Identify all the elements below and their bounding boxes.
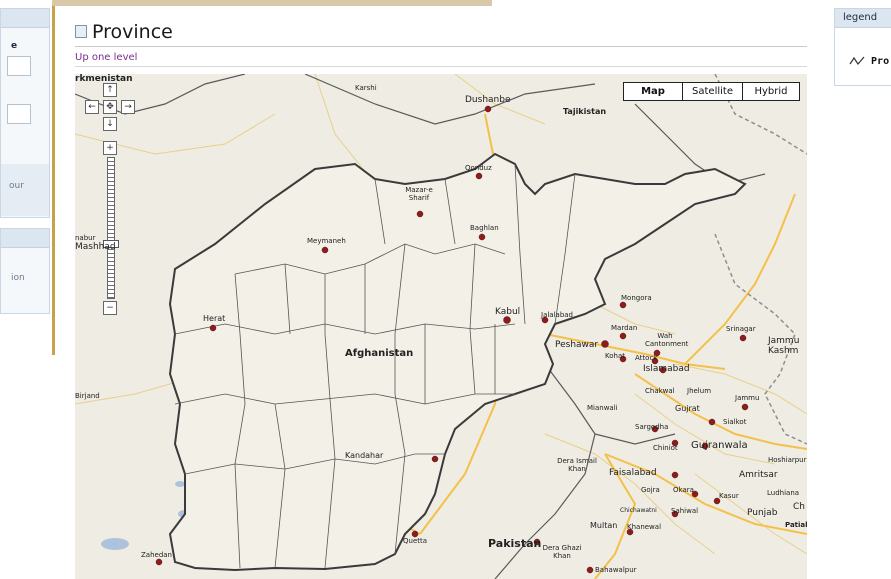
afghanistan-outline: [168, 152, 747, 572]
map-label: Punjab: [747, 508, 778, 518]
map-label: Bahawalpur: [595, 566, 637, 574]
map-label: Quetta: [403, 537, 428, 545]
map-label: Okara: [673, 486, 694, 494]
map-label: Chakwal: [645, 387, 675, 395]
map-label: Dera Ismail Khan: [557, 457, 597, 473]
top-image-strip: [52, 0, 492, 6]
pan-down-icon[interactable]: ↓: [103, 117, 117, 131]
map-label: Kohat: [605, 352, 625, 360]
map-label-country: Pakistan: [488, 537, 542, 550]
map-label: Attock: [635, 354, 658, 362]
map-label: Meymaneh: [307, 237, 346, 245]
map-label: Gujranwala: [691, 440, 748, 451]
map-type-map-button[interactable]: Map: [641, 86, 665, 97]
map-label: Qonduz: [465, 164, 492, 172]
document-icon: [75, 25, 87, 38]
map-type-hybrid-button[interactable]: Hybrid: [742, 83, 799, 100]
divider: [75, 66, 807, 67]
left-panel-box-1-header: [1, 9, 49, 28]
map-label: Hoshiarpur: [768, 456, 807, 464]
map-label: Gojra: [641, 486, 660, 494]
map-label: Mardan: [611, 324, 638, 332]
legend-panel: legend Pro: [834, 8, 891, 86]
map-label: Ludhiana: [767, 489, 800, 497]
map-label: Chichawatni: [620, 507, 657, 514]
map-label: Gujrat: [675, 404, 700, 413]
left-panel-box-2-text[interactable]: ion: [11, 273, 25, 283]
map-label: Jalalabad: [541, 311, 573, 319]
map-label: Jammu Kashm: [768, 336, 800, 356]
left-panel-input-2[interactable]: [7, 104, 31, 124]
map-label: Mashhad: [75, 242, 116, 252]
map-label: rkmenistan: [75, 74, 133, 84]
zoom-slider-track[interactable]: [107, 157, 115, 299]
page-title: Province: [92, 21, 173, 43]
left-panel-box-1: e our: [0, 8, 50, 218]
zoom-in-icon[interactable]: +: [103, 141, 117, 155]
line-polygon-icon: [849, 56, 865, 65]
map-label: Srinagar: [726, 325, 756, 333]
map-label: Multan: [590, 521, 618, 530]
left-panel-box-2: ion: [0, 228, 50, 314]
left-panel-box-1-label: e: [11, 41, 18, 51]
map-label: Khanewal: [627, 523, 662, 531]
map-label: Dushanbe: [465, 95, 511, 105]
map-label: nabur: [75, 234, 96, 242]
legend-title: legend: [835, 9, 891, 28]
province-boundaries: [174, 163, 576, 569]
map-label: Tajikistan: [563, 107, 607, 116]
map-label: Karshi: [355, 84, 377, 92]
map-label: Mianwali: [587, 404, 618, 412]
legend-item-label: Pro: [871, 56, 890, 67]
legend-item: Pro: [849, 56, 889, 67]
map-label: Birjand: [75, 392, 100, 400]
map-label: Herat: [203, 314, 226, 323]
left-panel-box-1-bottom-text[interactable]: our: [9, 181, 24, 191]
left-panel-box-2-header: [1, 229, 49, 248]
map-view[interactable]: ↑ ← ✥ → ↓ + − Map Satellite Hybrid rkmen…: [75, 74, 807, 579]
map-label: Sahiwal: [671, 507, 699, 515]
map-label: Chiniot: [653, 444, 678, 452]
map-type-satellite-button[interactable]: Satellite: [682, 83, 742, 100]
map-label: Faisalabad: [609, 468, 657, 478]
map-label: Baghlan: [470, 224, 499, 232]
pan-left-icon[interactable]: ←: [85, 100, 99, 114]
map-canvas: [75, 74, 807, 579]
map-label: Mongora: [621, 294, 652, 302]
map-label: Ch: [793, 502, 805, 512]
up-one-level-link[interactable]: Up one level: [75, 52, 138, 63]
map-label: Patiala: [785, 521, 807, 529]
pan-up-icon[interactable]: ↑: [103, 83, 117, 97]
map-label: Kabul: [495, 307, 521, 317]
page-title-bar: Province: [75, 20, 807, 47]
map-type-control: Map Satellite Hybrid: [623, 82, 800, 101]
map-label: Kandahar: [345, 451, 384, 460]
map-label: Jammu: [735, 394, 760, 402]
pan-right-icon[interactable]: →: [121, 100, 135, 114]
left-panel-input-1[interactable]: [7, 56, 31, 76]
map-label: Dera Ghazi Khan: [542, 544, 582, 560]
map-label: Amritsar: [739, 470, 778, 480]
map-label: Islamabad: [643, 364, 690, 374]
map-label: Jhelum: [687, 387, 712, 395]
map-label: Mazar-e Sharif: [405, 186, 433, 202]
left-panel-box-1-footer: [1, 164, 49, 216]
map-label: Sargodha: [635, 423, 669, 431]
map-label-country: Afghanistan: [345, 348, 414, 359]
map-label: Sialkot: [723, 418, 747, 426]
zoom-slider-handle[interactable]: [103, 240, 119, 248]
left-panel: e our ion: [0, 0, 55, 355]
city-markers: [155, 105, 749, 574]
map-label: Kasur: [719, 492, 739, 500]
map-label: Peshawar: [555, 340, 599, 350]
map-label: Wah Cantonment: [645, 332, 689, 348]
pan-center-icon[interactable]: ✥: [103, 100, 117, 114]
zoom-out-icon[interactable]: −: [103, 301, 117, 315]
map-label: Zahedan: [141, 551, 172, 559]
